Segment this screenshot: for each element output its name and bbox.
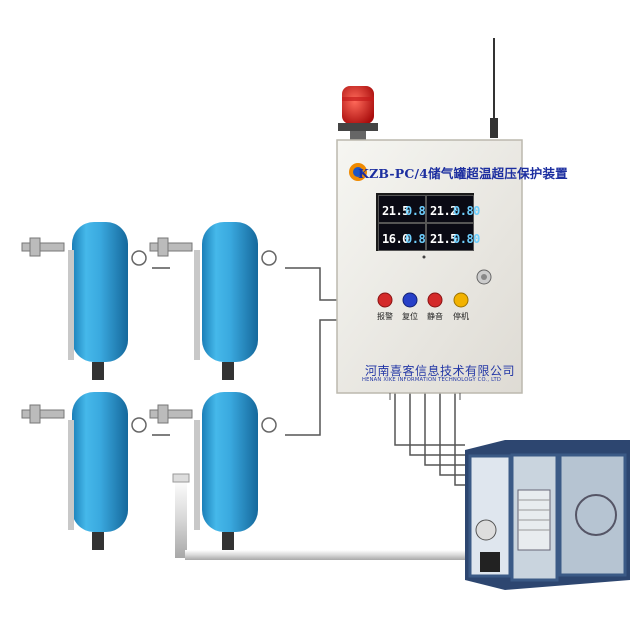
- air-compressor: [465, 440, 630, 590]
- pressure-readout: 0.80: [405, 204, 432, 218]
- valve-assemblies: [21, 237, 193, 424]
- pressure-readout: 0.80: [453, 232, 480, 246]
- mute-button[interactable]: [427, 292, 443, 308]
- reset-button[interactable]: [402, 292, 418, 308]
- air-tank: [194, 222, 258, 380]
- air-tank: [68, 392, 128, 550]
- lcd-display-1: 21.5 0.80: [378, 195, 432, 223]
- signal-cables: [152, 267, 465, 486]
- temperature-readout: 21.5: [382, 204, 409, 218]
- air-pipe: [172, 473, 475, 560]
- device-title: KZB-PC/4储气罐超温超压保护装置: [358, 166, 568, 181]
- pressure-gauge-icon: [131, 250, 277, 433]
- lcd-display-4: 21.5 0.80: [426, 223, 480, 251]
- air-tank: [194, 392, 258, 550]
- company-name-en: HENAN XIKE INFORMATION TECHNOLOGY CO., L…: [362, 377, 502, 383]
- stop-button[interactable]: [453, 292, 469, 308]
- temperature-readout: 21.5: [430, 232, 457, 246]
- mute-button-label: 静音: [427, 312, 443, 321]
- company-name: 河南喜客信息技术有限公司: [365, 364, 516, 378]
- temperature-readout: 21.2: [430, 204, 457, 218]
- lcd-display-2: 21.2 0.80: [426, 195, 480, 223]
- alarm-button[interactable]: [377, 292, 393, 308]
- temperature-readout: 16.0: [382, 232, 409, 246]
- lcd-display-3: 16.0 0.80: [378, 223, 432, 251]
- air-tank: [68, 222, 128, 380]
- warning-lamp-icon: [338, 86, 378, 141]
- reset-button-label: 复位: [402, 312, 418, 321]
- pressure-readout: 0.80: [453, 204, 480, 218]
- pressure-readout: 0.80: [405, 232, 432, 246]
- stop-button-label: 停机: [453, 312, 469, 321]
- alarm-button-label: 报警: [377, 312, 393, 321]
